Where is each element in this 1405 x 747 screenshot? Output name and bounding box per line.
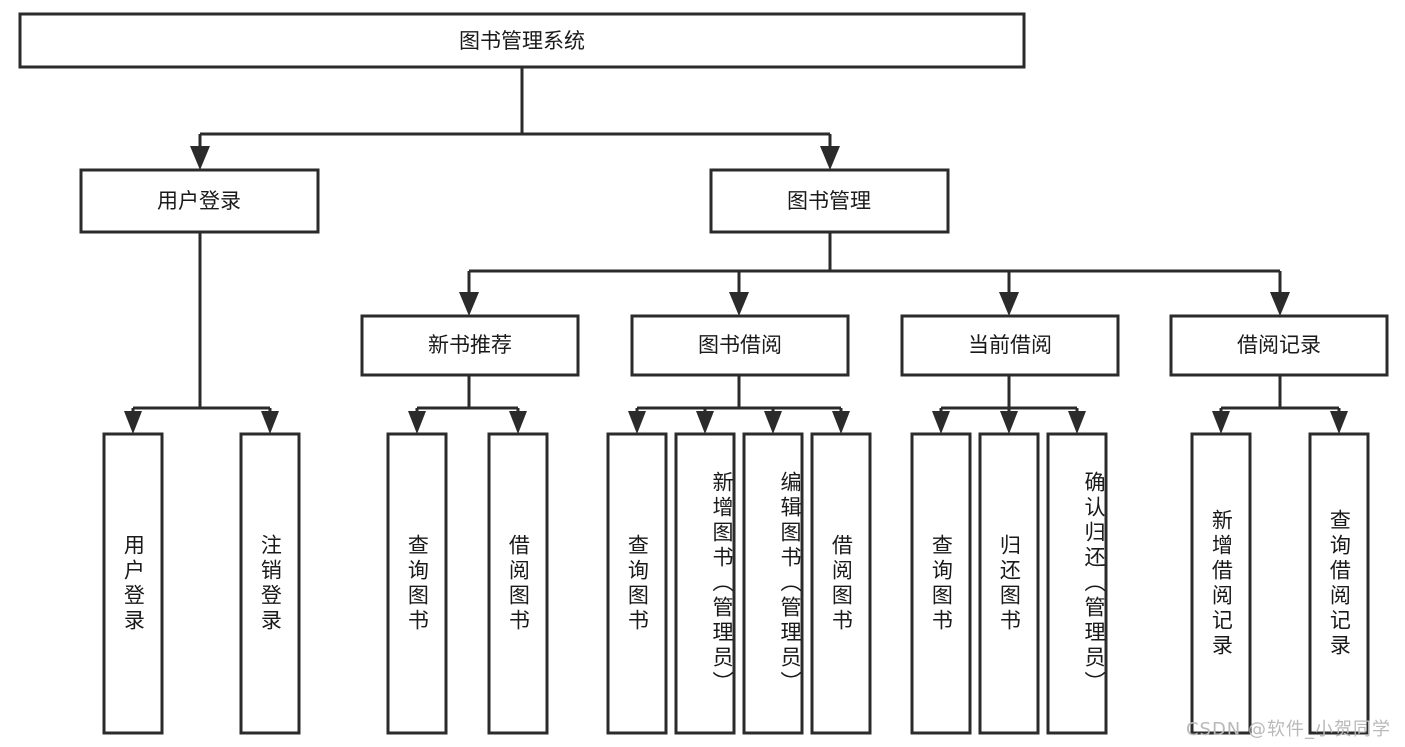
arrow-head-borrow-record xyxy=(1270,292,1290,316)
leaf-rec-query-book-rect[interactable] xyxy=(386,432,448,735)
node-book-borrow-rect[interactable] xyxy=(630,314,850,377)
node-borrow-record-label: 借阅记录 xyxy=(1237,333,1321,357)
leaf-logout-rect[interactable] xyxy=(239,432,301,735)
node-book-manage[interactable]: 图书管理 xyxy=(709,168,950,234)
node-borrow-record-rect[interactable] xyxy=(1169,314,1389,377)
connector-group-new-book-rec xyxy=(408,375,527,434)
node-new-book-rec-label: 新书推荐 xyxy=(428,333,512,357)
node-new-book-rec-rect[interactable] xyxy=(360,314,580,377)
connector-group-borrow-record xyxy=(1212,375,1348,434)
node-user-login-rect[interactable] xyxy=(79,168,320,234)
leaf-return-book-rect[interactable] xyxy=(978,432,1040,735)
node-root-rect[interactable] xyxy=(18,12,1026,69)
leaf-borrow-book-rect[interactable] xyxy=(810,432,872,735)
arrow-head-current-borrow xyxy=(999,292,1019,316)
arrow-head-leaf-logout xyxy=(261,411,279,434)
leaf-cur-query-book-rect[interactable] xyxy=(910,432,972,735)
arrow-head-leaf-rec-borrow-book xyxy=(509,411,527,434)
arrow-head-book-manage xyxy=(820,146,840,170)
arrow-head-new-book-rec xyxy=(459,292,479,316)
connector-group-book-manage xyxy=(459,232,1290,316)
connector-group-user-login xyxy=(124,232,279,434)
node-current-borrow[interactable]: 当前借阅 xyxy=(900,314,1120,377)
arrow-head-leaf-user-login xyxy=(124,411,142,434)
arrow-head-leaf-edit-book xyxy=(764,411,782,434)
node-new-book-rec[interactable]: 新书推荐 xyxy=(360,314,580,377)
arrow-head-leaf-rec-query-book xyxy=(408,411,426,434)
node-root-label: 图书管理系统 xyxy=(459,29,585,53)
arrow-head-leaf-borrow-query-book xyxy=(628,411,646,434)
leaf-add-book-rect[interactable] xyxy=(674,432,736,735)
leaf-edit-book-rect[interactable] xyxy=(742,432,804,735)
node-root[interactable]: 图书管理系统 xyxy=(18,12,1026,69)
node-book-borrow[interactable]: 图书借阅 xyxy=(630,314,850,377)
leaf-user-login-rect[interactable] xyxy=(102,432,164,735)
connector-group-root xyxy=(190,67,840,170)
node-current-borrow-label: 当前借阅 xyxy=(968,333,1052,357)
node-user-login[interactable]: 用户登录 xyxy=(79,168,320,234)
node-book-borrow-label: 图书借阅 xyxy=(698,333,782,357)
leaf-rects xyxy=(102,432,1370,735)
arrow-head-leaf-add-record xyxy=(1212,411,1230,434)
leaf-rec-borrow-book-rect[interactable] xyxy=(487,432,549,735)
node-book-manage-label: 图书管理 xyxy=(787,189,871,213)
leaf-add-record-rect[interactable] xyxy=(1190,432,1252,735)
arrow-head-leaf-add-book xyxy=(696,411,714,434)
node-user-login-label: 用户登录 xyxy=(157,189,241,213)
node-current-borrow-rect[interactable] xyxy=(900,314,1120,377)
arrow-head-user-login xyxy=(190,146,210,170)
connector-group-current-borrow xyxy=(932,375,1086,434)
arrow-head-leaf-confirm-return xyxy=(1068,411,1086,434)
arrow-head-book-borrow xyxy=(729,292,749,316)
arrow-head-leaf-query-record xyxy=(1330,411,1348,434)
leaf-borrow-query-book-rect[interactable] xyxy=(606,432,668,735)
arrow-head-leaf-return-book xyxy=(1000,411,1018,434)
arrow-head-leaf-borrow-book xyxy=(832,411,850,434)
csdn-watermark: CSDN @软件_小贺同学 xyxy=(1185,719,1391,740)
node-borrow-record[interactable]: 借阅记录 xyxy=(1169,314,1389,377)
leaf-confirm-return-rect[interactable] xyxy=(1046,432,1108,735)
leaf-query-record-rect[interactable] xyxy=(1308,432,1370,735)
node-book-manage-rect[interactable] xyxy=(709,168,950,234)
connector-group-book-borrow xyxy=(628,375,850,434)
arrow-head-leaf-cur-query-book xyxy=(932,411,950,434)
